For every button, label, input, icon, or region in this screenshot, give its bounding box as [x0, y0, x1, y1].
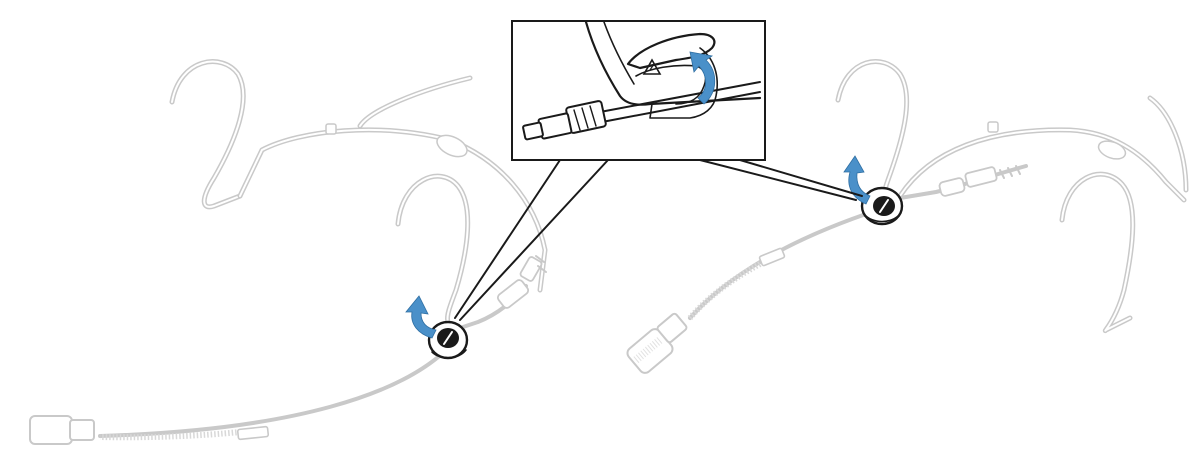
zoom-callout [454, 20, 863, 321]
zoom-inset-frame [511, 20, 766, 161]
left-ear-hook-front [395, 173, 471, 325]
left-cable-connector [446, 255, 547, 334]
right-rotate-arrow-icon [843, 155, 871, 205]
right-ear-hook-back [835, 59, 910, 205]
left-headset [29, 59, 548, 445]
left-ear-hook-back [169, 59, 246, 210]
left-rotate-arrow-icon [405, 295, 437, 339]
inset-rotate-arrow-icon [689, 51, 716, 105]
right-boom-microphone [626, 212, 868, 374]
zoom-inset-detail [522, 20, 762, 141]
right-cable-clip [860, 186, 904, 226]
right-headset [626, 59, 1189, 374]
right-ear-hook-front [1059, 171, 1136, 334]
left-cable-clip [427, 320, 469, 360]
left-neckband [237, 75, 548, 293]
right-neckband [897, 95, 1189, 203]
left-boom-microphone [29, 350, 446, 445]
clip-logo-icon [642, 58, 662, 75]
right-cable-connector [898, 164, 1028, 200]
